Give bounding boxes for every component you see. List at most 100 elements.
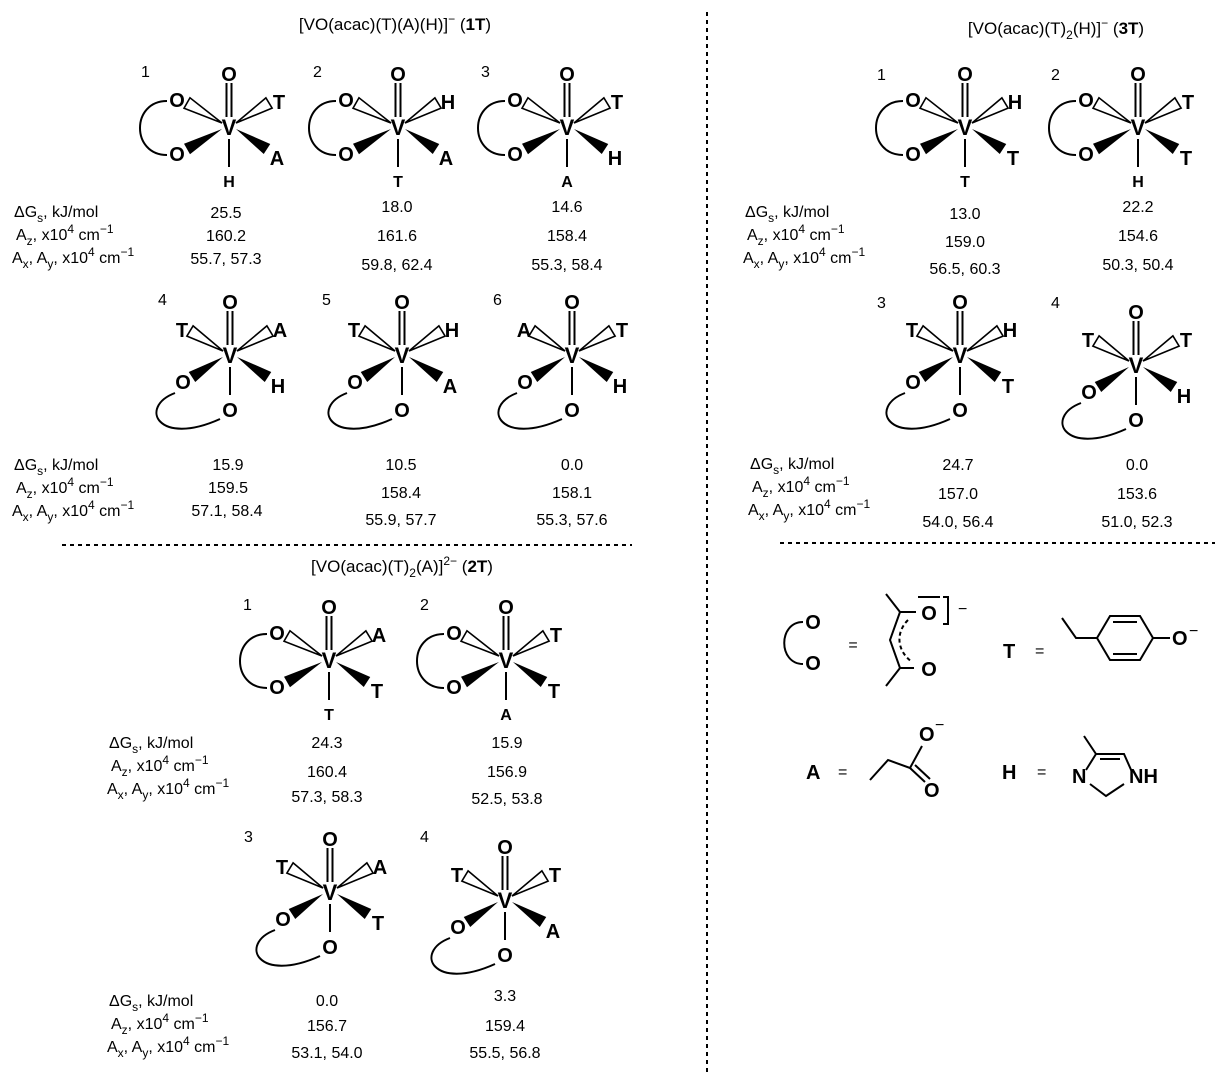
ligand-top-right: T	[549, 865, 561, 887]
value-dg: 14.6	[551, 199, 582, 216]
legend-acac-skeleton-top	[885, 593, 916, 613]
acac-arc	[477, 100, 506, 156]
bond-ligand-top-left-hashed	[1091, 334, 1130, 362]
ligand-top-right: A	[273, 320, 287, 342]
ligand-top-left: T	[176, 320, 188, 342]
number-1t-1: 1	[141, 64, 150, 81]
bond-ligand-top-left-hashed	[527, 324, 566, 352]
label-dg: ΔGs, kJ/mol	[109, 993, 193, 1014]
bond-o-top-hashed	[459, 629, 500, 657]
legend-a-symbol: A	[806, 762, 820, 784]
label-axay: Ax, Ay, x104 cm−1	[748, 497, 871, 523]
bond-ligand-top-right-hashed	[236, 324, 275, 352]
legend-acac-charge: −	[958, 601, 967, 618]
ligand-top-right: T	[1182, 92, 1194, 114]
value-az: 156.7	[307, 1018, 347, 1035]
oxo-oxygen: O	[390, 64, 406, 86]
legend-acac-o2: O	[921, 659, 937, 681]
oxo-oxygen: O	[394, 292, 410, 314]
label-az: Az, x104 cm−1	[16, 222, 114, 248]
bond-ligand-top-left-hashed	[915, 324, 954, 352]
number-2t-4: 4	[420, 829, 429, 846]
ligand-axial: T	[393, 174, 403, 191]
ligand-top-left: T	[276, 857, 288, 879]
ligand-bottom-right: H	[613, 376, 627, 398]
ligand-top-right: A	[373, 857, 387, 879]
acac-arc	[885, 392, 951, 430]
acac-oxygen-bottom: O	[269, 677, 285, 699]
acac-arc	[308, 100, 337, 156]
value-axay: 55.5, 56.8	[469, 1045, 540, 1062]
number-3t-3: 3	[877, 295, 886, 312]
acac-arc	[416, 633, 445, 689]
acac-oxygen-top: O	[446, 623, 462, 645]
legend-acac-equals: =	[848, 637, 857, 654]
bond-o-bottom-wedge	[288, 894, 323, 920]
ligand-top-right: H	[445, 320, 459, 342]
bond-o-bottom-wedge	[530, 357, 565, 383]
ligand-bottom-right: H	[1177, 386, 1191, 408]
bond-ligand-top-hashed	[512, 629, 551, 657]
bond-ligand-bottom-wedge	[967, 357, 1002, 383]
value-axay: 55.3, 58.4	[531, 257, 602, 274]
bond-o-top-hashed	[351, 96, 392, 124]
bond-o-top-hashed	[520, 96, 561, 124]
bond-ligand-bottom-wedge	[972, 129, 1007, 155]
value-az: 159.4	[485, 1018, 525, 1035]
vanadium-atom: V	[395, 343, 410, 368]
acac-oxygen-axial: O	[322, 937, 338, 959]
acac-oxygen-axial: O	[222, 400, 238, 422]
oxo-oxygen: O	[222, 292, 238, 314]
value-axay: 55.9, 57.7	[365, 512, 436, 529]
value-az: 154.6	[1118, 228, 1158, 245]
value-az: 159.5	[208, 480, 248, 497]
vanadium-atom: V	[1131, 115, 1146, 140]
acac-oxygen-bottom: O	[905, 144, 921, 166]
ligand-top-left: T	[451, 865, 463, 887]
label-dg: ΔGs, kJ/mol	[745, 204, 829, 225]
bond-o-bottom-wedge	[463, 902, 498, 928]
bond-ligand-bottom-wedge	[237, 357, 272, 383]
legend-acac-delocalized	[898, 619, 913, 663]
value-axay: 59.8, 62.4	[361, 257, 432, 274]
acac-oxygen-top: O	[1078, 90, 1094, 112]
legend-a-charge: −	[935, 717, 944, 734]
acac-oxygen-bottom: O	[507, 144, 523, 166]
label-axay: Ax, Ay, x104 cm−1	[12, 498, 135, 524]
ligand-axial: T	[960, 174, 970, 191]
acac-oxygen-axial: O	[394, 400, 410, 422]
bond-ligand-top-hashed	[235, 96, 274, 124]
value-az: 160.4	[307, 764, 347, 781]
acac-oxygen-equatorial: O	[517, 372, 533, 394]
oxo-oxygen: O	[952, 292, 968, 314]
acac-arc	[1061, 402, 1127, 440]
value-dg: 0.0	[561, 457, 583, 474]
bond-o-bottom-wedge	[353, 129, 391, 155]
ligand-bottom-right: T	[1007, 148, 1019, 170]
acac-oxygen-bottom: O	[446, 677, 462, 699]
acac-oxygen-top: O	[169, 90, 185, 112]
value-dg: 22.2	[1122, 199, 1153, 216]
ligand-top-right: T	[273, 92, 285, 114]
number-2t-3: 3	[244, 829, 253, 846]
vanadium-atom: V	[322, 648, 337, 673]
bond-o-bottom-wedge	[522, 129, 560, 155]
oxo-oxygen: O	[559, 64, 575, 86]
ligand-bottom-right: A	[443, 376, 457, 398]
label-az: Az, x104 cm−1	[111, 1011, 209, 1037]
oxo-oxygen: O	[322, 829, 338, 851]
ligand-top-right: H	[441, 92, 455, 114]
bond-ligand-bottom-wedge	[579, 357, 614, 383]
